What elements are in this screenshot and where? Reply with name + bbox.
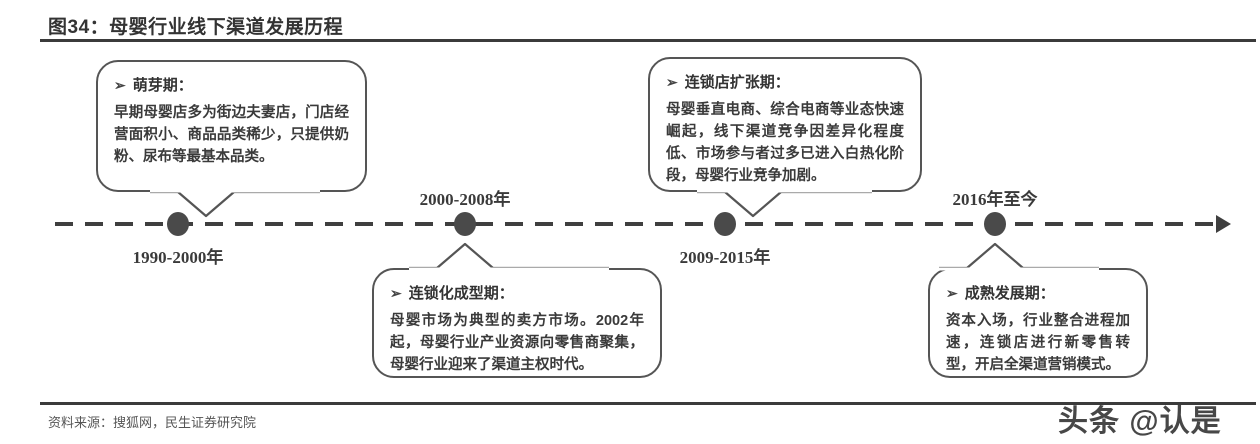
callout-body: 早期母婴店多为街边夫妻店，门店经营面积小、商品品类稀少，只提供奶粉、尿布等最基本… [114, 105, 349, 166]
source-note: 资料来源：搜狐网，民生证券研究院 [48, 415, 257, 430]
callout-tail-3 [697, 190, 872, 218]
timeline-node-dot[interactable] [984, 212, 1006, 236]
callout-tail-1 [150, 190, 320, 218]
timeline-node-label: 2000-2008年 [419, 190, 511, 209]
timeline-node-dot[interactable] [167, 212, 189, 236]
watermark: 头条 @认是 [1058, 405, 1222, 438]
timeline-node-label: 1990-2000年 [132, 248, 224, 267]
callout-heading: ➢ 连锁化成型期： [390, 282, 644, 303]
callout-heading-text: 连锁化成型期： [408, 285, 514, 302]
callout-tail-4 [939, 242, 1099, 271]
callout-heading: ➢ 萌芽期： [114, 74, 349, 95]
callout-box-4[interactable]: ➢ 成熟发展期： 资本入场，行业整合进程加速，连锁店进行新零售转型，开启全渠道营销… [928, 268, 1148, 378]
page-title: 图34：母婴行业线下渠道发展历程 [48, 17, 344, 38]
header-divider [40, 39, 1256, 42]
callout-body: 母婴市场为典型的卖方市场。2002年起，母婴行业产业资源向零售商聚集，母婴行业迎… [390, 313, 644, 374]
callout-box-2[interactable]: ➢ 连锁化成型期： 母婴市场为典型的卖方市场。2002年起，母婴行业产业资源向零售… [372, 268, 662, 378]
arrow-bullet-icon: ➢ [390, 285, 402, 301]
arrow-bullet-icon: ➢ [666, 74, 678, 90]
callout-body: 资本入场，行业整合进程加速，连锁店进行新零售转型，开启全渠道营销模式。 [946, 313, 1130, 374]
timeline-node-label: 2016年至今 [952, 190, 1038, 209]
callout-tail-2 [409, 242, 609, 271]
arrow-bullet-icon: ➢ [114, 77, 126, 93]
footer-divider [40, 402, 1256, 405]
callout-body: 母婴垂直电商、综合电商等业态快速崛起，线下渠道竞争因差异化程度低、市场参与者过多… [666, 102, 904, 185]
callout-box-3[interactable]: ➢ 连锁店扩张期： 母婴垂直电商、综合电商等业态快速崛起，线下渠道竞争因差异化程度… [648, 57, 922, 192]
callout-heading: ➢ 成熟发展期： [946, 282, 1130, 303]
timeline-arrow-icon [1216, 215, 1231, 233]
timeline-node-label: 2009-2015年 [679, 248, 771, 267]
arrow-bullet-icon: ➢ [946, 285, 958, 301]
timeline-node-dot[interactable] [714, 212, 736, 236]
callout-heading-text: 成熟发展期： [964, 285, 1055, 302]
timeline-node-dot[interactable] [454, 212, 476, 236]
callout-heading: ➢ 连锁店扩张期： [666, 71, 904, 92]
callout-heading-text: 萌芽期： [132, 77, 193, 94]
callout-heading-text: 连锁店扩张期： [684, 74, 790, 91]
callout-box-1[interactable]: ➢ 萌芽期： 早期母婴店多为街边夫妻店，门店经营面积小、商品品类稀少，只提供奶粉、… [96, 60, 367, 192]
timeline-axis [55, 222, 1225, 226]
